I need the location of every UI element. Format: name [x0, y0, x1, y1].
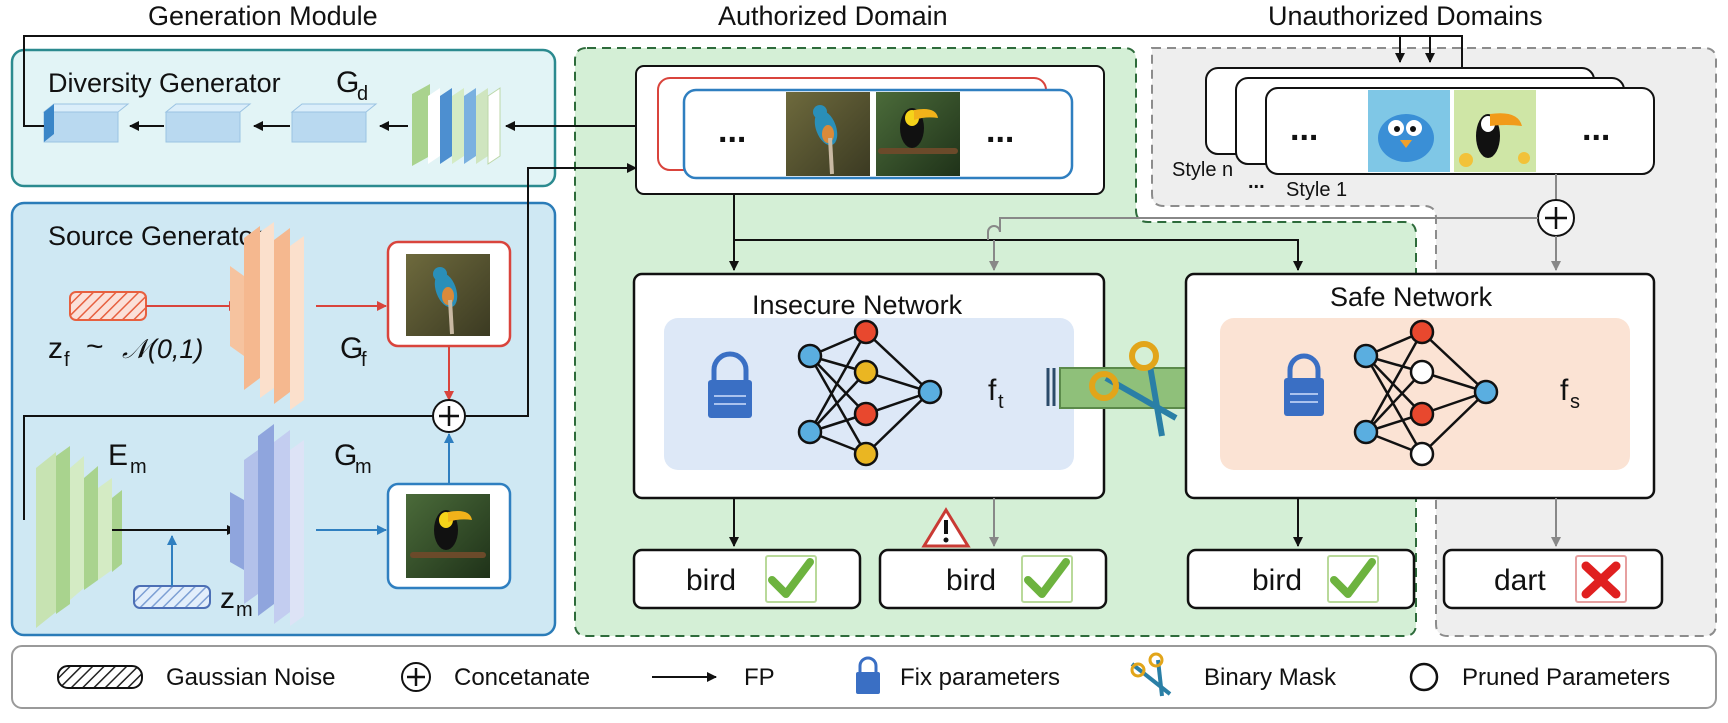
concat-unauthorized	[1537, 199, 1575, 237]
z-m-label: z m	[220, 582, 253, 621]
cartoon-toucan-image	[1454, 90, 1536, 172]
output-label-4: dart	[1494, 564, 1546, 597]
output-label-3: bird	[1252, 564, 1302, 597]
authorized-dots-right: ...	[986, 112, 1014, 150]
f-t-label: f t	[988, 374, 1004, 413]
heading-unauthorized-domains: Unauthorized Domains	[1268, 1, 1543, 31]
svg-text:f: f	[361, 349, 367, 371]
arrow-diversity-to-style-n	[23, 35, 1467, 127]
source-generator-title: Source Generator	[48, 221, 263, 251]
lock-icon-safe	[1284, 353, 1324, 416]
e-m-stack	[36, 446, 122, 628]
style-n-label: Style n	[1172, 159, 1233, 181]
g-f-stack	[230, 222, 304, 410]
legend-fp: FP	[744, 664, 775, 691]
output-label-2: bird	[946, 564, 996, 597]
svg-text:f: f	[64, 349, 70, 371]
svg-text:d: d	[357, 83, 368, 105]
heading-generation-module: Generation Module	[148, 1, 378, 31]
safe-network-title: Safe Network	[1330, 282, 1493, 312]
unauthorized-dots-right: ...	[1582, 110, 1610, 148]
scissors-icon-mask	[1089, 341, 1178, 437]
arrow-concat-to-auth-images	[465, 163, 637, 417]
cartoon-bird-image	[1368, 90, 1450, 172]
legend-fix-parameters: Fix parameters	[900, 664, 1060, 691]
normal-distribution: 𝒩(0,1)	[122, 334, 203, 364]
output-box-3: bird	[1186, 548, 1416, 610]
style-1-label: Style 1	[1286, 179, 1347, 201]
check-icon-2	[1024, 558, 1070, 598]
check-icon-1	[768, 558, 814, 598]
f-s-label: f s	[1560, 374, 1580, 413]
toucan-image-auth	[876, 92, 960, 176]
kingfisher-image-generated	[406, 254, 490, 336]
lock-icon-insecure	[708, 351, 752, 418]
svg-text:f: f	[988, 374, 997, 407]
arrow-auth-to-safe	[734, 239, 1303, 271]
authorized-dots-left: ...	[718, 112, 746, 150]
concat-legend-icon	[401, 662, 431, 692]
kingfisher-image-auth	[786, 92, 870, 176]
line-unauth-to-insecure	[987, 217, 1538, 240]
output-box-2: bird	[878, 548, 1108, 610]
neural-network-insecure	[797, 319, 943, 467]
insecure-network-title: Insecure Network	[752, 290, 963, 320]
scissors-legend-icon	[1130, 652, 1172, 697]
g-d-label: G d	[336, 66, 368, 105]
pruned-legend-icon	[1409, 662, 1439, 692]
line-concat-to-left	[23, 415, 433, 520]
concat-source	[432, 399, 466, 433]
diversity-generator-title: Diversity Generator	[48, 68, 281, 98]
legend-pruned-parameters: Pruned Parameters	[1462, 664, 1670, 691]
svg-text:t: t	[998, 391, 1004, 413]
legend-gaussian-noise: Gaussian Noise	[166, 664, 335, 691]
legend-concatenate: Concetanate	[454, 664, 590, 691]
g-f-label: G f	[340, 332, 367, 371]
svg-text:m: m	[236, 599, 253, 621]
gaussian-noise-legend-icon	[57, 665, 143, 689]
safe-network-inner	[1220, 318, 1630, 470]
warning-icon	[921, 507, 971, 548]
toucan-image-generated	[406, 494, 490, 578]
e-m-label: E m	[108, 439, 147, 478]
style-dots-label: ...	[1248, 171, 1265, 193]
check-icon-3	[1330, 558, 1376, 598]
svg-text:s: s	[1570, 391, 1580, 413]
svg-text:z: z	[220, 582, 235, 615]
noise-z-m	[133, 585, 211, 609]
g-m-label: G m	[334, 439, 372, 478]
noise-z-f	[69, 291, 147, 321]
output-box-1: bird	[632, 548, 862, 610]
insecure-network-inner	[664, 318, 1074, 470]
diversity-feature-block-2	[164, 103, 252, 143]
diversity-feature-block-1	[42, 103, 130, 143]
g-m-stack	[230, 424, 304, 626]
svg-text:f: f	[1560, 374, 1569, 407]
legend-binary-mask: Binary Mask	[1204, 664, 1337, 691]
svg-text:E: E	[108, 439, 128, 472]
diversity-feature-block-3	[290, 103, 378, 143]
output-box-4: dart	[1442, 548, 1664, 610]
svg-text:m: m	[130, 456, 147, 478]
unauthorized-dots-left: ...	[1290, 110, 1318, 148]
svg-text:G: G	[340, 332, 363, 365]
svg-text:G: G	[336, 66, 359, 99]
diversity-input-stack	[412, 84, 501, 166]
z-f-label: z f	[48, 332, 70, 371]
svg-text:G: G	[334, 439, 357, 472]
output-label-1: bird	[686, 564, 736, 597]
cross-icon-4	[1581, 561, 1621, 599]
lock-legend-icon	[856, 656, 880, 694]
neural-network-safe	[1353, 319, 1499, 467]
heading-authorized-domain: Authorized Domain	[718, 1, 948, 31]
svg-text:m: m	[355, 456, 372, 478]
svg-text:z: z	[48, 332, 63, 365]
distribution-tilde: ~	[86, 330, 104, 363]
